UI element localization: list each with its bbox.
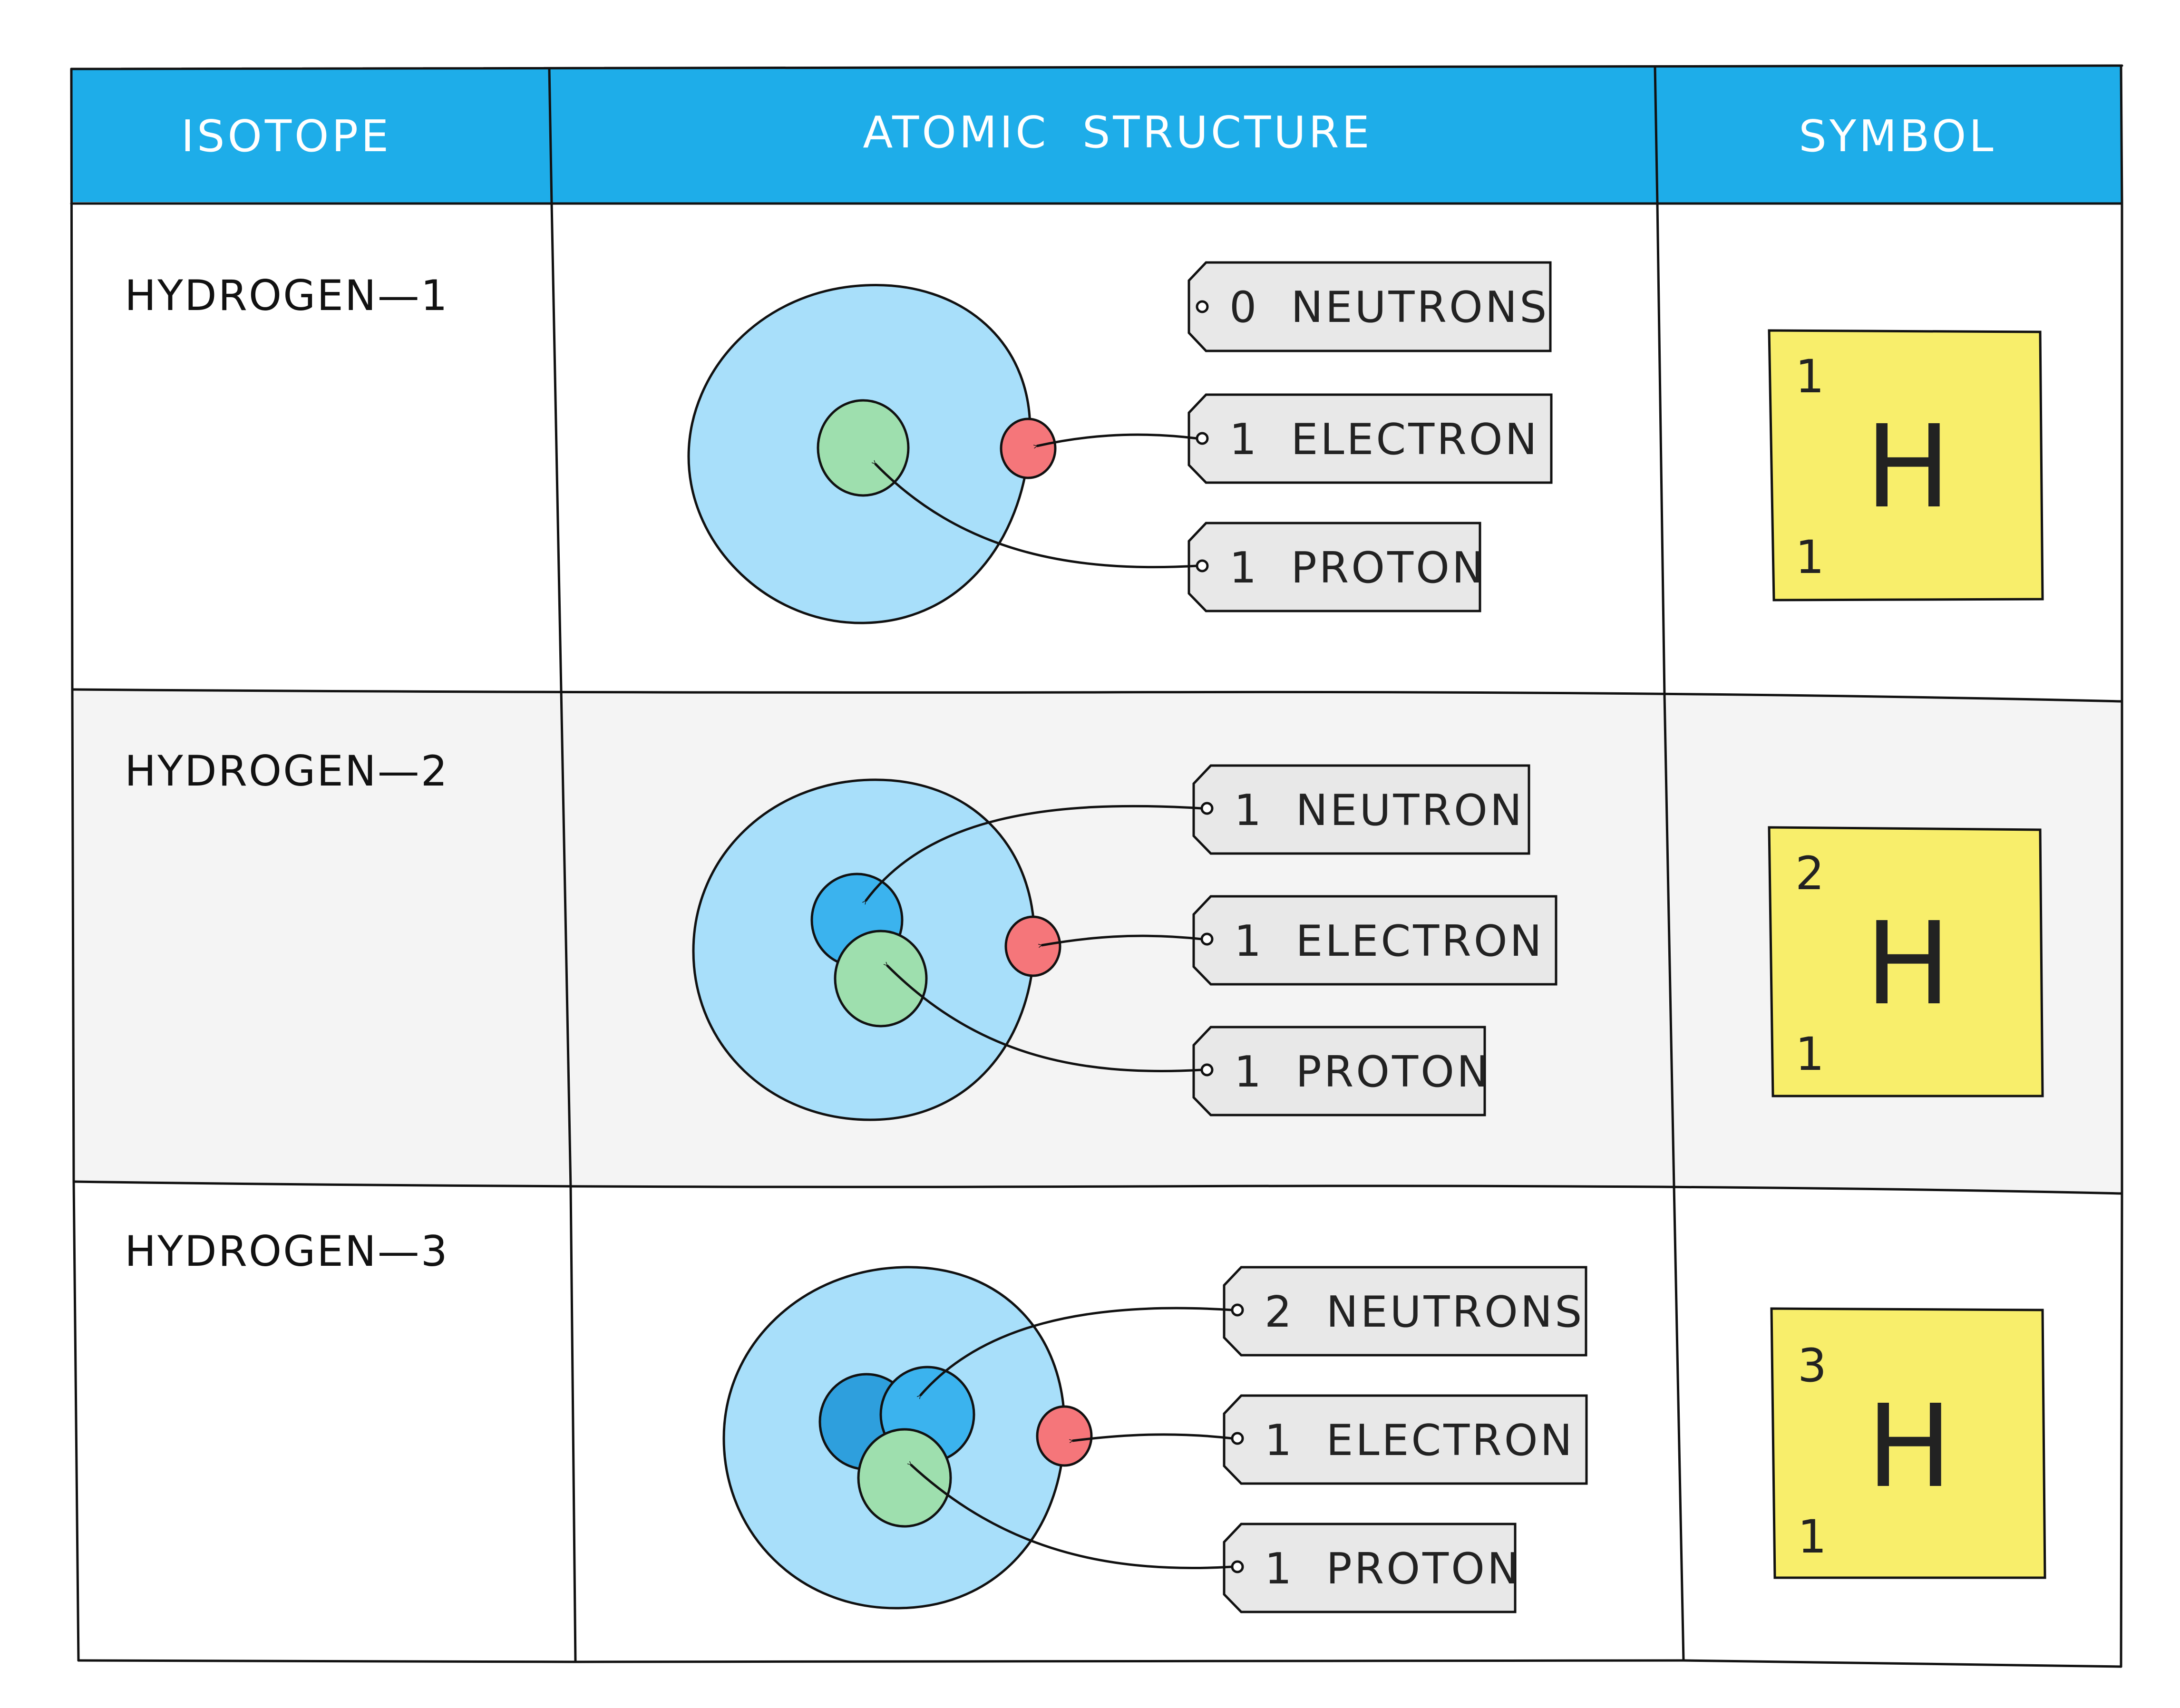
symbol-box xyxy=(1770,1307,2046,1579)
tag-proton-label: 1 PROTON xyxy=(1234,1047,1491,1097)
element-symbol: H xyxy=(1867,1380,1952,1513)
electron xyxy=(1000,417,1057,479)
tag-proton xyxy=(1187,522,1481,612)
element-symbol: H xyxy=(1865,897,1951,1030)
arrow-electron xyxy=(1033,433,1197,449)
tag-proton xyxy=(1192,1026,1486,1116)
electron xyxy=(1036,1405,1093,1467)
electron xyxy=(1004,915,1061,977)
element-symbol: H xyxy=(1865,400,1951,534)
symbol-hydrogen-1: 1 1 H xyxy=(1768,329,2044,602)
arrow-electron xyxy=(1038,934,1202,948)
tag-proton-label: 1 PROTON xyxy=(1229,543,1486,593)
arrow-neutron xyxy=(862,805,1202,905)
tag-electron-label: 1 ELECTRON xyxy=(1265,1416,1575,1465)
mass-number: 3 xyxy=(1798,1339,1827,1392)
symbol-hydrogen-2: 2 1 H xyxy=(1768,826,2044,1097)
mass-number: 2 xyxy=(1795,847,1824,900)
header-symbol: SYMBOL xyxy=(1799,111,1996,162)
row-2-background xyxy=(72,689,2122,1194)
tag-neutrons xyxy=(1223,1266,1587,1357)
tag-proton-label: 1 PROTON xyxy=(1265,1544,1521,1594)
tag-neutrons-label: 2 NEUTRONS xyxy=(1265,1287,1584,1337)
symbol-box xyxy=(1768,329,2044,602)
proton xyxy=(834,930,928,1028)
proton xyxy=(857,1428,952,1528)
tags-hydrogen-3: 2 NEUTRONS 1 ELECTRON 1 PROTON xyxy=(907,1266,1588,1613)
tag-neutrons xyxy=(1187,261,1552,352)
tag-electron xyxy=(1187,393,1553,484)
proton xyxy=(817,399,910,497)
header-isotope: ISOTOPE xyxy=(181,111,391,162)
atomic-number: 1 xyxy=(1798,1510,1827,1563)
tag-electron xyxy=(1192,895,1557,986)
tag-electron-label: 1 ELECTRON xyxy=(1234,916,1544,966)
tag-neutron-label: 1 NEUTRON xyxy=(1234,786,1524,835)
arrow-electron xyxy=(1069,1433,1233,1443)
atomic-number: 1 xyxy=(1795,1028,1824,1081)
arrow-proton xyxy=(883,961,1202,1072)
symbol-box xyxy=(1768,826,2044,1097)
tag-electron-label: 1 ELECTRON xyxy=(1229,415,1539,465)
tag-neutrons-label: 0 NEUTRONS xyxy=(1229,282,1549,332)
mass-number: 1 xyxy=(1795,350,1824,403)
tag-proton xyxy=(1223,1523,1517,1613)
tag-electron xyxy=(1223,1394,1588,1485)
arrow-proton xyxy=(871,460,1197,569)
isotope-label-h3: HYDROGEN—3 xyxy=(125,1227,449,1276)
atom-hydrogen-1 xyxy=(687,283,1057,624)
arrow-proton xyxy=(907,1461,1233,1570)
isotope-label-h2: HYDROGEN—2 xyxy=(125,747,449,796)
tags-hydrogen-2: 1 NEUTRON 1 ELECTRON 1 PROTON xyxy=(862,764,1557,1116)
tag-neutron xyxy=(1192,764,1530,855)
atom-hydrogen-2 xyxy=(692,778,1061,1121)
arrow-neutron xyxy=(916,1307,1233,1399)
atomic-number: 1 xyxy=(1795,531,1824,584)
header-atomic-structure: ATOMIC STRUCTURE xyxy=(863,107,1372,158)
atom-hydrogen-3 xyxy=(722,1266,1093,1610)
isotope-label-h1: HYDROGEN—1 xyxy=(125,271,449,320)
header-band xyxy=(71,66,2122,204)
tags-hydrogen-1: 0 NEUTRONS 1 ELECTRON 1 PROTON xyxy=(871,261,1553,612)
table-grid xyxy=(70,64,2123,1668)
symbol-hydrogen-3: 3 1 H xyxy=(1770,1307,2046,1579)
